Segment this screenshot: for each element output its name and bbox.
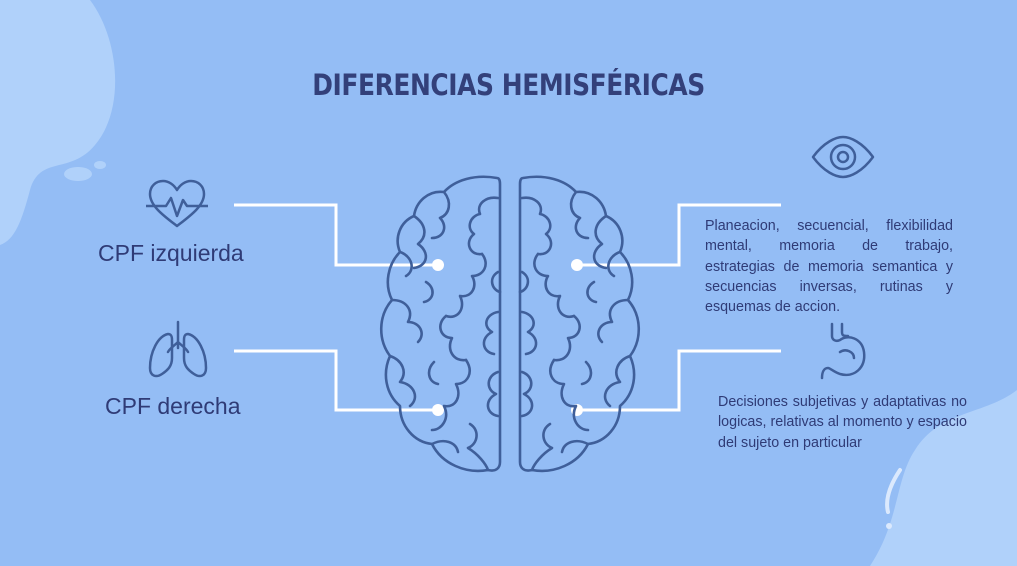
left-label-cpf-derecha: CPF derecha bbox=[105, 393, 241, 419]
connector-dot bbox=[432, 404, 444, 416]
stomach-icon bbox=[820, 322, 866, 380]
blob-drop bbox=[64, 167, 92, 181]
connector-left-top bbox=[234, 203, 438, 267]
lungs-icon bbox=[148, 320, 208, 378]
left-label-cpf-izquierda: CPF izquierda bbox=[98, 240, 244, 266]
bottom-right-blob bbox=[870, 390, 1017, 566]
page-title: DIFERENCIAS HEMISFÉRICAS bbox=[312, 68, 705, 102]
blob-drop bbox=[94, 161, 106, 169]
connector-left-bottom bbox=[234, 349, 438, 412]
eye-icon bbox=[811, 135, 875, 179]
connector-dot bbox=[571, 259, 583, 271]
connector-right-bottom bbox=[577, 349, 781, 412]
connector-dot bbox=[432, 259, 444, 271]
highlight-dot bbox=[886, 523, 892, 529]
heart-pulse-icon bbox=[146, 179, 208, 228]
brain-icon bbox=[379, 175, 641, 473]
right-text-top: Planeacion, secuencial, flexibilidad men… bbox=[705, 218, 953, 316]
top-left-blob bbox=[0, 0, 116, 245]
right-text-bottom: Decisiones subjetivas y adaptativas no l… bbox=[718, 394, 967, 451]
highlight-stroke bbox=[885, 468, 902, 514]
